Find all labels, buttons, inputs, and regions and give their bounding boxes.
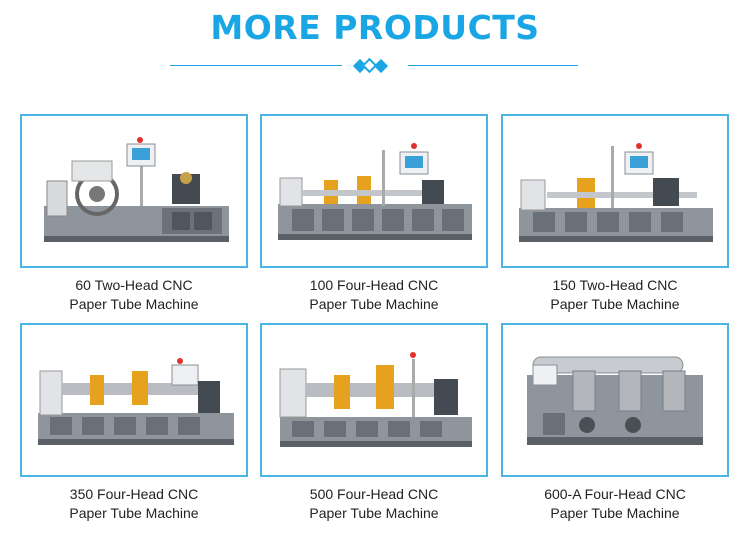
machine-image <box>278 143 472 240</box>
product-image-frame[interactable] <box>260 114 488 268</box>
product-type: Paper Tube Machine <box>550 296 680 312</box>
product-card-60[interactable]: 60 Two-Head CNC Paper Tube Machine <box>20 114 248 314</box>
product-image-frame[interactable] <box>260 323 488 477</box>
heading-rule-right <box>408 65 578 66</box>
product-caption: 350 Four-Head CNC Paper Tube Machine <box>20 485 248 523</box>
machine-image <box>527 356 703 445</box>
product-type: Paper Tube Machine <box>550 505 680 521</box>
product-image-frame[interactable] <box>501 323 729 477</box>
product-model: 350 Four-Head CNC <box>69 486 199 502</box>
product-image-frame[interactable] <box>20 114 248 268</box>
product-image-frame[interactable] <box>501 114 729 268</box>
product-card-350[interactable]: 350 Four-Head CNC Paper Tube Machine <box>20 323 248 523</box>
product-caption: 100 Four-Head CNC Paper Tube Machine <box>260 276 488 314</box>
machine-image <box>44 137 229 242</box>
diamond-ornament-icon <box>373 58 389 74</box>
product-card-150[interactable]: 150 Two-Head CNC Paper Tube Machine <box>501 114 729 314</box>
product-type: Paper Tube Machine <box>69 296 199 312</box>
product-model: 500 Four-Head CNC <box>309 486 439 502</box>
product-type: Paper Tube Machine <box>309 296 439 312</box>
product-caption: 150 Two-Head CNC Paper Tube Machine <box>501 276 729 314</box>
machine-image <box>519 143 713 242</box>
product-type: Paper Tube Machine <box>309 505 439 521</box>
product-model: 100 Four-Head CNC <box>309 277 439 293</box>
product-model: 150 Two-Head CNC <box>552 277 678 293</box>
product-card-600a[interactable]: 600-A Four-Head CNC Paper Tube Machine <box>501 323 729 523</box>
product-model: 60 Two-Head CNC <box>75 277 193 293</box>
product-caption: 600-A Four-Head CNC Paper Tube Machine <box>501 485 729 523</box>
machine-image <box>279 352 472 447</box>
product-card-500[interactable]: 500 Four-Head CNC Paper Tube Machine <box>260 323 488 523</box>
heading-rule-left <box>170 65 342 66</box>
product-model: 600-A Four-Head CNC <box>544 486 686 502</box>
product-caption: 60 Two-Head CNC Paper Tube Machine <box>20 276 248 314</box>
section-heading: MORE PRODUCTS <box>210 8 540 47</box>
product-image-frame[interactable] <box>20 323 248 477</box>
product-card-100[interactable]: 100 Four-Head CNC Paper Tube Machine <box>260 114 488 314</box>
machine-image <box>38 358 234 445</box>
product-caption: 500 Four-Head CNC Paper Tube Machine <box>260 485 488 523</box>
product-type: Paper Tube Machine <box>69 505 199 521</box>
